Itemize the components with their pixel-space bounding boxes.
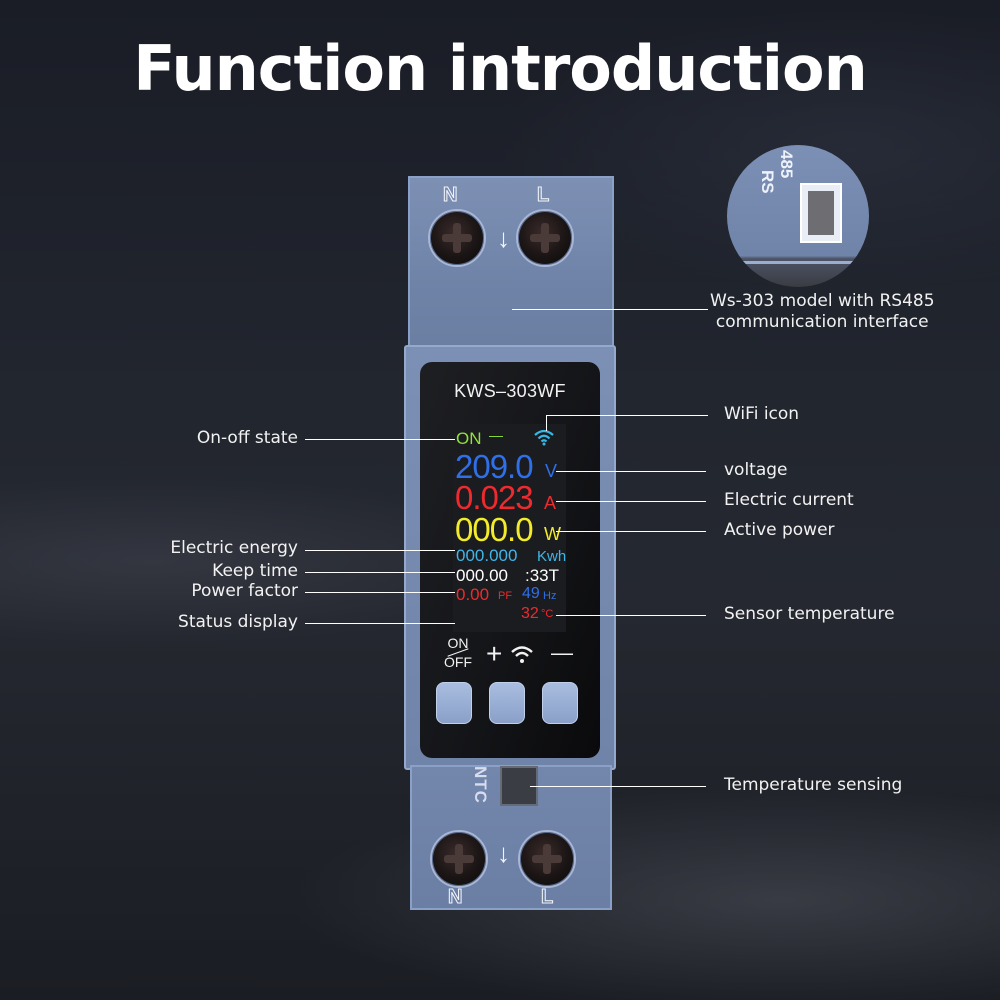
screw-terminal-n-top-icon — [428, 209, 486, 267]
callout-sensor-temperature: Sensor temperature — [724, 604, 895, 624]
lcd-voltage-unit: V — [545, 461, 558, 481]
callout-active-power: Active power — [724, 520, 835, 540]
rs485-label-485: 485 — [777, 150, 796, 179]
plus-wifi-button[interactable] — [489, 682, 525, 724]
callout-line-energy — [305, 550, 455, 551]
lcd-power-unit: W — [544, 524, 561, 544]
callout-line-voltage — [556, 471, 706, 472]
terminal-label-n-top: N — [442, 184, 458, 207]
callout-line-wifi — [546, 415, 708, 416]
lcd-state: ON — [456, 429, 482, 448]
terminal-label-n-bottom: N — [447, 886, 463, 909]
onoff-label-on: ON — [447, 635, 469, 651]
arrow-down-icon: ↓ — [497, 223, 510, 253]
callout-rs485-line2: communication interface — [715, 312, 929, 332]
device-top-terminal-block — [408, 176, 614, 356]
callout-line-on-off — [305, 439, 455, 440]
callout-temperature-sensing: Temperature sensing — [724, 775, 903, 795]
lcd-temp-unit: °C — [541, 608, 554, 620]
lcd-current-value: 0.023 — [455, 479, 534, 516]
rs485-connector-icon — [800, 183, 842, 243]
callout-line-keep-time — [305, 572, 455, 573]
arrow-down-bottom-icon: ↓ — [497, 838, 510, 868]
callout-line-wifi-vertical — [546, 415, 547, 431]
callout-power-factor: Power factor — [191, 581, 298, 601]
model-label: KWS–303WF — [454, 381, 566, 401]
onoff-label-off: OFF — [444, 654, 472, 670]
screw-terminal-l-top-icon — [516, 209, 574, 267]
callout-electric-current: Electric current — [724, 490, 854, 510]
lcd-time-value: 000.00 — [456, 566, 508, 585]
lcd-current-unit: A — [544, 493, 557, 513]
callout-voltage: voltage — [724, 460, 788, 480]
lcd-temp-value: 32 — [521, 605, 539, 622]
lcd-time-suffix: :33T — [525, 566, 560, 585]
callout-status-display: Status display — [178, 612, 298, 632]
callout-rs485-line1: Ws-303 model with RS485 — [710, 291, 935, 311]
callout-line-power — [556, 531, 706, 532]
lcd-pf-unit: PF — [498, 590, 513, 602]
wifi-button-icon — [511, 646, 533, 663]
callout-line-pf — [305, 592, 455, 593]
minus-label: — — [551, 640, 573, 665]
callout-rs485: Ws-303 model with RS485 communication in… — [710, 291, 935, 333]
lcd-power-value: 000.0 — [455, 511, 534, 548]
terminal-label-l-top: L — [536, 184, 550, 207]
rs485-label-rs: RS — [758, 170, 777, 194]
screw-terminal-l-bottom-icon — [518, 830, 576, 888]
callout-electric-energy: Electric energy — [170, 538, 298, 558]
callout-on-off-state: On-off state — [196, 428, 298, 448]
on-off-button[interactable] — [436, 682, 472, 724]
lcd-energy-unit: Kwh — [537, 548, 567, 565]
rs485-zoom-inset — [727, 145, 869, 287]
lcd-pf-value: 0.00 — [456, 585, 490, 604]
callout-keep-time: Keep time — [212, 561, 298, 581]
lcd-freq-unit: Hz — [543, 590, 557, 602]
plus-label: + — [486, 638, 503, 669]
callout-wifi-icon: WiFi icon — [724, 404, 800, 424]
lcd-screen: ON — 209.0 V 0.023 A 000.0 W 000.000 Kwh… — [453, 424, 566, 632]
page-title: Function introduction — [133, 32, 868, 105]
callout-line-rs485 — [512, 309, 708, 310]
terminal-label-l-bottom: L — [540, 886, 554, 909]
lcd-voltage-value: 209.0 — [455, 448, 534, 485]
callout-line-temp-sensing — [530, 786, 706, 787]
lcd-freq-value: 49 — [522, 585, 540, 602]
screw-terminal-n-bottom-icon — [430, 830, 488, 888]
wifi-icon — [534, 429, 554, 446]
callout-line-status — [305, 623, 455, 624]
ntc-label: NTC — [471, 766, 490, 804]
callout-line-current — [556, 501, 706, 502]
callout-line-temperature — [556, 615, 706, 616]
minus-button[interactable] — [542, 682, 578, 724]
onoff-label: ON OFF — [443, 636, 473, 669]
lcd-energy-value: 000.000 — [456, 546, 518, 565]
lcd-state-dash: — — [489, 427, 503, 443]
